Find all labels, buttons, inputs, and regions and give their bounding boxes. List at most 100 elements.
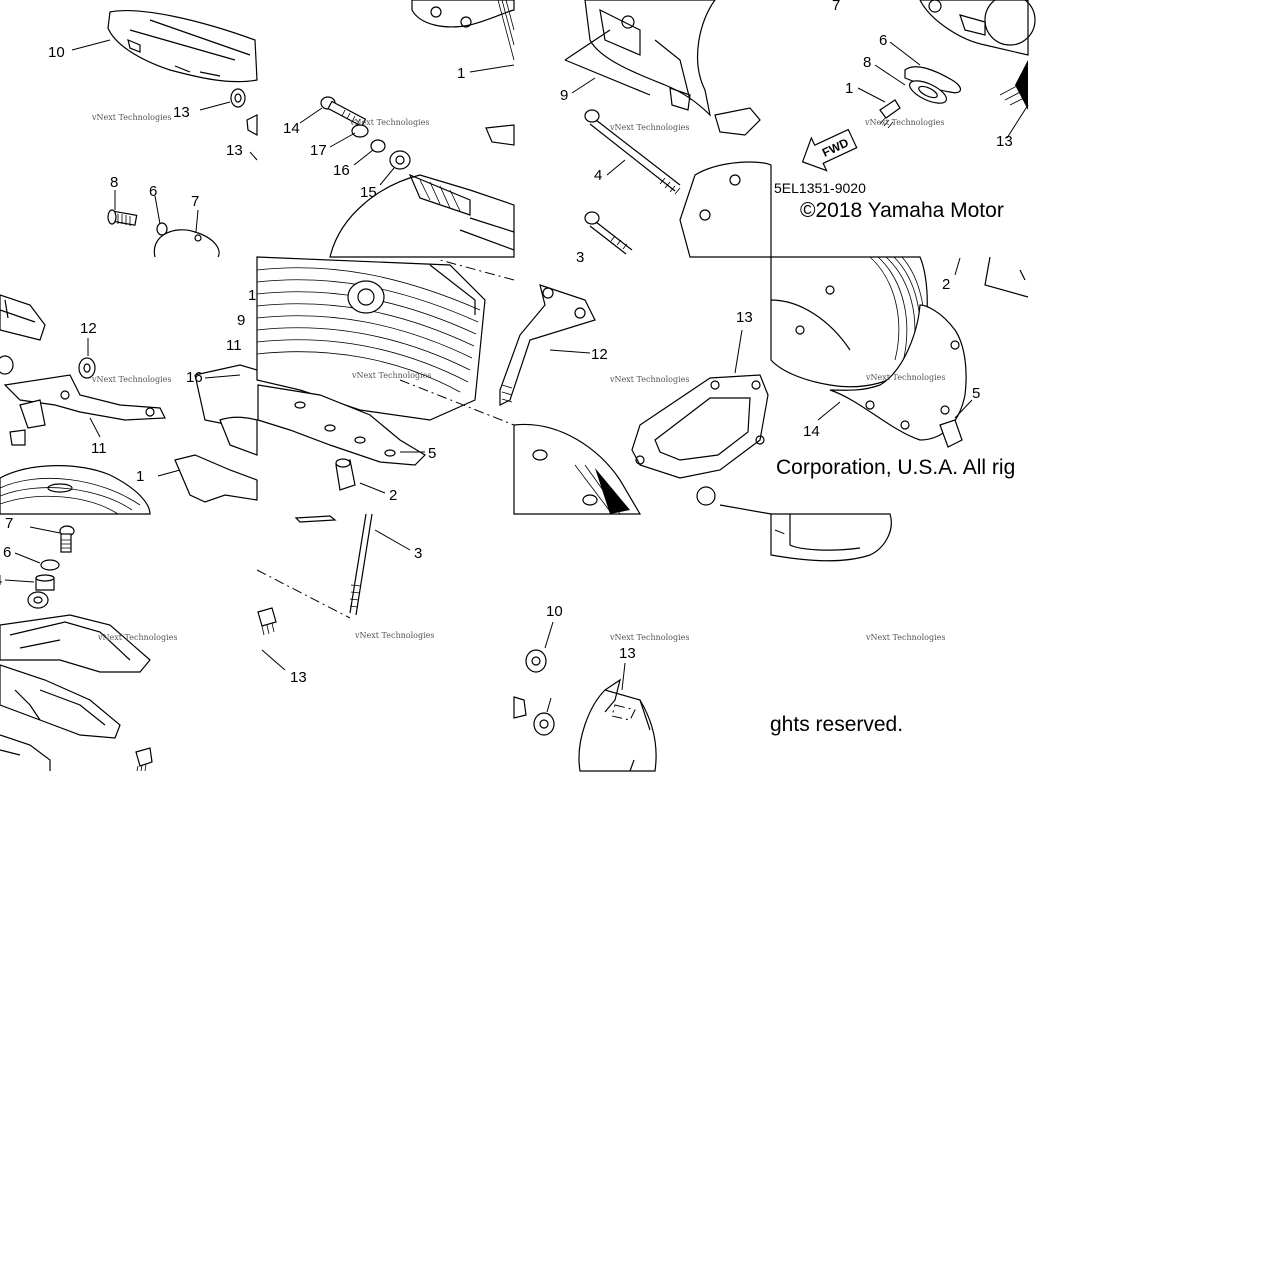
callout-label: 9: [560, 87, 568, 104]
callout-label: 16: [186, 369, 203, 386]
callout-label: 13: [619, 645, 636, 662]
watermark: vNext Technologies: [609, 633, 689, 642]
callout-label: 13: [996, 133, 1013, 150]
callout-label: 13: [736, 309, 753, 326]
callout-label: 12: [80, 320, 97, 337]
gasket-part: [174, 454, 258, 503]
callout-label: 7: [832, 0, 840, 14]
tile-r2c2: 5 2 12 vNext Technologies: [256, 256, 608, 504]
tile-r3c3: 10 13 vNext Technologies: [513, 603, 689, 772]
bolt-part: [879, 99, 901, 119]
callout-label: 2: [389, 487, 397, 504]
part-code-text: 5EL1351-9020: [774, 180, 866, 196]
callout-label: 7: [191, 193, 199, 210]
copyright-text-a: ©2018 Yamaha Motor: [800, 199, 1004, 222]
cylinder-cover-part: [578, 689, 657, 772]
watermark: vNext Technologies: [864, 118, 944, 127]
watermark: vNext Technologies: [609, 123, 689, 132]
grommet-part: [525, 649, 547, 673]
bolt-part: [135, 747, 153, 767]
callout-label: 13: [226, 142, 243, 159]
watermark: vNext Technologies: [91, 113, 171, 122]
cylinder-cover-part: [770, 513, 892, 562]
watermark: vNext Technologies: [609, 375, 689, 384]
grommet-part: [78, 357, 96, 379]
tile-r3c4: vNext Technologies ghts reserved.: [770, 513, 945, 736]
grommet-part: [696, 486, 716, 506]
head-gasket-part: [257, 384, 426, 466]
cylinder-cover-part: [329, 174, 515, 258]
callout-label: 3: [414, 545, 422, 562]
head-gasket-part: [829, 304, 967, 441]
cylinder-cover-part: [0, 614, 151, 673]
washer-part: [156, 222, 168, 236]
callout-label: 11: [91, 440, 107, 457]
grommet-part: [27, 591, 49, 609]
bracket-part: [499, 284, 596, 406]
tile-r3c1: 7 6 4 vNext Technologies: [0, 515, 177, 772]
callout-label: 4: [0, 572, 2, 589]
callout-label: 8: [110, 174, 118, 191]
tile-r1c4: 7 6 8 1 13 FWD 5EL1351-9020 ©2018 Yamaha…: [774, 0, 1036, 222]
watermark: vNext Technologies: [351, 371, 431, 380]
callout-label: 4: [594, 167, 602, 184]
forward-arrow-icon: FWD: [801, 128, 858, 172]
cylinder-cover-part: [584, 0, 716, 117]
watermark: vNext Technologies: [91, 375, 171, 384]
grommet-part: [230, 88, 246, 108]
watermark: vNext Technologies: [865, 633, 945, 642]
washer-part: [40, 559, 60, 571]
cylinder-head-part: [256, 256, 486, 421]
grommet-part: [389, 150, 411, 170]
tile-r1c3: 9 4 3 vNext Technologies: [560, 0, 772, 266]
tile-r1c1: 10 13 13 8 6 7 vNext Technologies: [48, 10, 258, 258]
watermark: vNext Technologies: [349, 118, 429, 127]
collar-part: [370, 139, 386, 153]
callout-label: 6: [149, 183, 157, 200]
tile-r2c1: 12 11 1 16 vNext Technologies 15 9 11: [0, 287, 265, 515]
callout-label: 14: [803, 423, 820, 440]
washer-part: [351, 124, 369, 138]
callout-label: 7: [5, 515, 13, 532]
callout-label: 12: [591, 346, 608, 363]
callout-label: 10: [546, 603, 563, 620]
callout-label: 13: [290, 669, 307, 686]
callout-label: 1: [457, 65, 465, 82]
callout-label: 6: [879, 32, 887, 49]
joint-part: [908, 80, 948, 104]
gasket-part: [153, 229, 220, 258]
bracket-part: [3, 374, 166, 421]
callout-label: 1: [845, 80, 853, 97]
nut-part: [257, 607, 277, 627]
callout-label: 8: [863, 54, 871, 71]
callout-label: 9: [237, 312, 245, 329]
callout-label: 1: [136, 468, 144, 485]
cylinder-cover-part: [0, 664, 121, 739]
callout-label: 5: [972, 385, 980, 402]
copyright-text-c: ghts reserved.: [770, 713, 903, 736]
stud-bolt-part: [584, 109, 600, 123]
tile-r2c4: 5 14 2 Corporation, U.S.A. All rig vNext…: [770, 256, 1029, 479]
callout-label: 2: [942, 276, 950, 293]
callout-label: 3: [576, 249, 584, 266]
callout-label: 13: [173, 104, 190, 121]
watermark: vNext Technologies: [354, 631, 434, 640]
bolt-part: [584, 211, 600, 225]
watermark: vNext Technologies: [865, 373, 945, 382]
callout-label: 14: [283, 120, 300, 137]
copyright-text-b: Corporation, U.S.A. All rig: [776, 456, 1015, 479]
tile-r1c2: 1 14 17 16 15 vNext Technologies: [283, 0, 515, 258]
cylinder-cover-part: [107, 10, 258, 83]
bracket-part: [631, 374, 769, 479]
callout-label: 10: [48, 44, 65, 61]
callout-label: 11: [226, 337, 242, 354]
watermark: vNext Technologies: [97, 633, 177, 642]
dowel-pin-part: [939, 419, 963, 448]
callout-label: 17: [310, 142, 327, 159]
tile-r3c2: 3 13 vNext Technologies: [256, 513, 434, 686]
grommet-part: [533, 712, 555, 736]
callout-label: 5: [428, 445, 436, 462]
tile-r2c3: 13 vNext Technologies: [513, 309, 772, 515]
callout-label: 16: [333, 162, 350, 179]
